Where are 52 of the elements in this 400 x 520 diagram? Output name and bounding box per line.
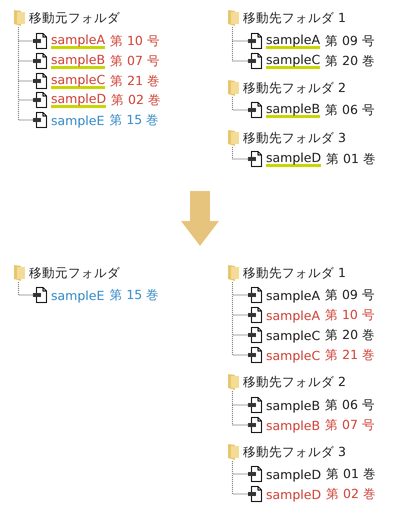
file-name: sampleC	[51, 73, 106, 89]
folder-name: 移動先フォルダ 2	[243, 374, 346, 390]
file-name: sampleC	[266, 328, 320, 342]
file-name: sampleC	[266, 348, 320, 362]
tree-line	[18, 282, 34, 296]
issue-number: 第 09 号	[325, 286, 375, 304]
folder-name: 移動先フォルダ 3	[243, 444, 346, 460]
issue-number: 第 15 巻	[109, 112, 160, 128]
file-name: sampleC	[266, 53, 320, 69]
file-name: sampleD	[51, 92, 106, 108]
issue-number: 第 20 巻	[325, 326, 376, 344]
file-name: sampleB	[266, 102, 320, 118]
issue-number: 第 10 号	[110, 32, 160, 50]
issue-number: 第 07 号	[325, 416, 375, 434]
folder-name: 移動先フォルダ 1	[243, 264, 346, 282]
issue-number: 第 01 巻	[326, 466, 376, 482]
file-name: sampleA	[266, 288, 320, 302]
issue-number: 第 07 号	[110, 52, 160, 70]
issue-number: 第 20 巻	[325, 52, 376, 70]
file-name: sampleE	[51, 288, 104, 302]
tree-line	[232, 282, 248, 356]
folder-name: 移動先フォルダ 2	[243, 80, 346, 96]
folder-name: 移動元フォルダ	[29, 10, 120, 26]
issue-number: 第 10 号	[325, 306, 375, 324]
tree-line	[232, 26, 248, 62]
folder-name: 移動先フォルダ 3	[243, 130, 346, 146]
tree-line	[232, 390, 248, 426]
issue-number: 第 21 巻	[110, 72, 160, 90]
issue-number: 第 06 号	[325, 102, 375, 118]
issue-number: 第 09 号	[325, 32, 375, 50]
tree-line	[232, 96, 248, 110]
tree-line	[18, 26, 34, 120]
issue-number: 第 01 巻	[326, 150, 376, 168]
issue-number: 第 02 巻	[326, 486, 376, 502]
file-name: sampleD	[266, 466, 322, 482]
tree-line	[232, 146, 248, 160]
file-name: sampleD	[266, 151, 322, 167]
issue-number: 第 15 巻	[109, 286, 160, 304]
file-name: sampleB	[51, 53, 106, 69]
file-name: sampleD	[266, 486, 322, 502]
issue-number: 第 02 巻	[111, 92, 161, 108]
file-name: sampleA	[266, 308, 320, 322]
folder-name: 移動先フォルダ 1	[243, 10, 346, 26]
file-name: sampleA	[51, 33, 105, 49]
folder-name: 移動元フォルダ	[29, 264, 120, 282]
file-name: sampleB	[266, 398, 320, 412]
tree-line	[232, 460, 248, 494]
file-name: sampleA	[266, 33, 320, 49]
file-name: sampleB	[266, 418, 320, 432]
issue-number: 第 21 巻	[325, 346, 376, 364]
issue-number: 第 06 号	[325, 396, 375, 414]
file-name: sampleE	[51, 112, 104, 128]
